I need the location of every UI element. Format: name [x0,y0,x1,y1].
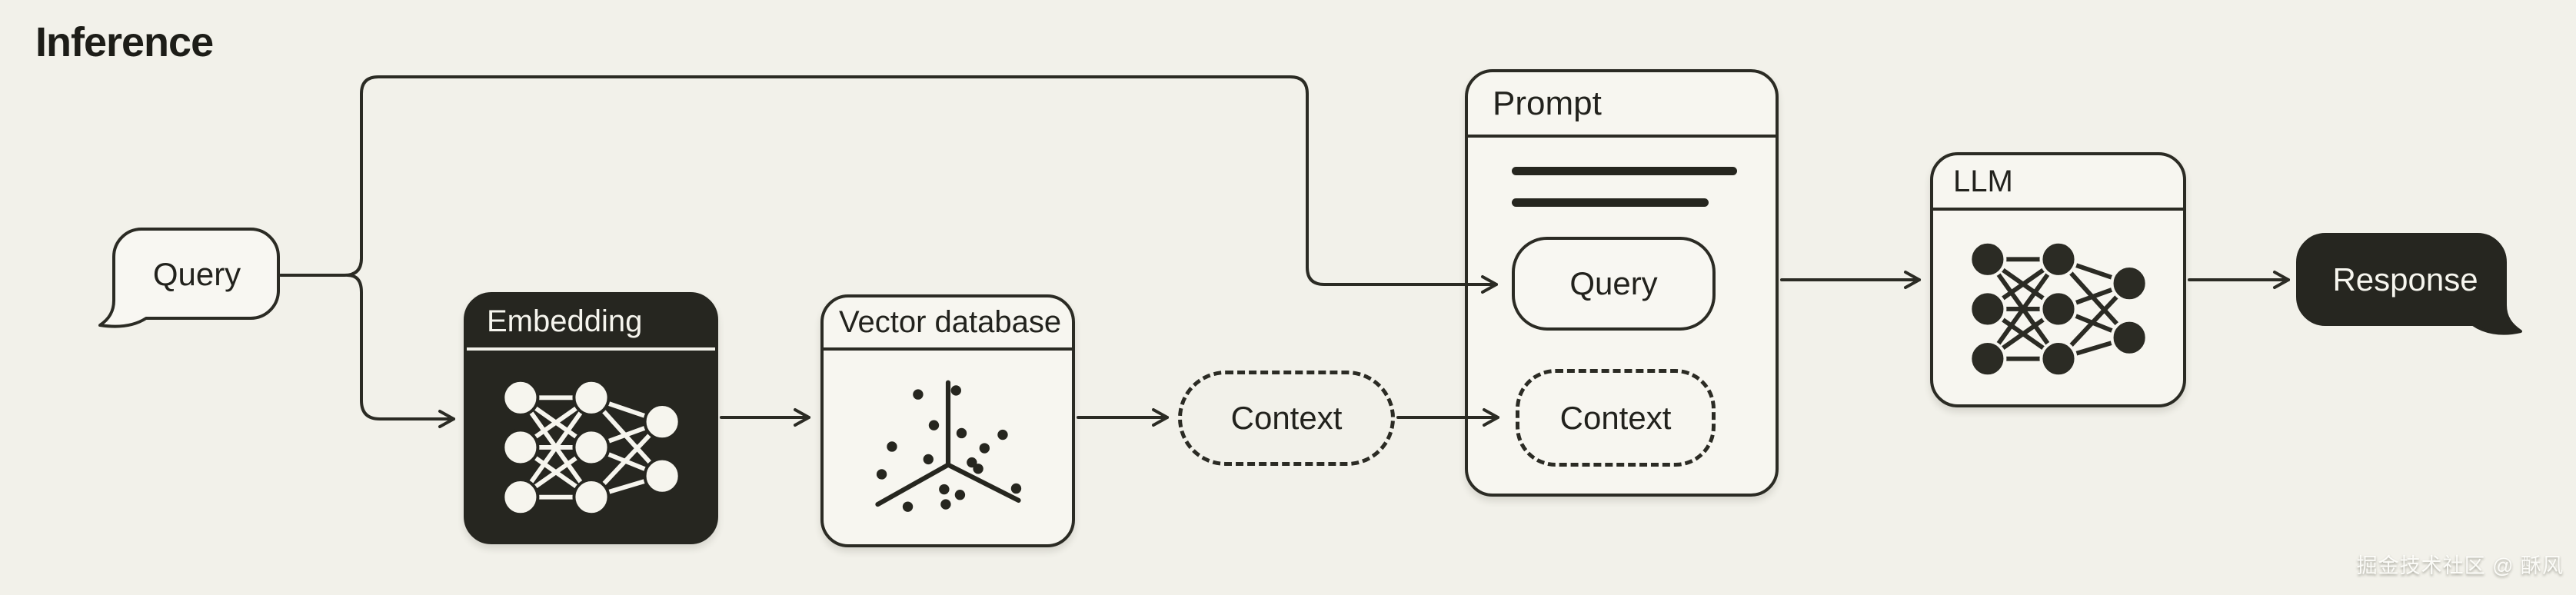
vector-database-node: Vector database [820,294,1075,547]
vector-database-header: Vector database [824,298,1072,351]
embedding-node: Embedding [464,292,718,544]
connector-query-to-prompt-query [279,75,1498,294]
embedding-body [467,351,715,541]
neural-network-icon [1968,240,2148,378]
prompt-header: Prompt [1468,72,1776,138]
page-title: Inference [35,19,214,65]
neural-network-icon [501,378,681,517]
vector-axes-scatter-icon [874,380,1021,512]
prompt-body: Query Context [1468,138,1776,494]
context-pill: Context [1178,371,1395,466]
embedding-label: Embedding [487,304,643,338]
response-bubble [2296,233,2522,335]
llm-body [1933,211,2183,404]
embedding-header: Embedding [467,295,715,351]
prompt-text-line-icon [1512,198,1709,207]
vector-database-label: Vector database [839,305,1062,339]
query-bubble [98,228,280,328]
prompt-query-slot-label: Query [1569,265,1658,301]
prompt-node: Prompt Query Context [1465,69,1779,497]
prompt-query-slot: Query [1512,237,1716,331]
context-label: Context [1230,400,1343,436]
speech-bubble-left-tail-icon [98,228,280,328]
llm-header: LLM [1933,155,2183,211]
prompt-text-line-icon [1512,167,1737,175]
connector-query-to-embedding [346,274,455,428]
llm-node: LLM [1930,152,2186,407]
prompt-context-slot-label: Context [1559,399,1672,436]
watermark: 掘金技术社区 @ 酥风 [2356,554,2564,577]
prompt-label: Prompt [1493,84,1602,122]
vector-database-body [824,351,1072,544]
speech-bubble-right-tail-icon [2296,233,2522,335]
prompt-context-slot: Context [1516,369,1716,467]
llm-label: LLM [1953,164,2013,198]
